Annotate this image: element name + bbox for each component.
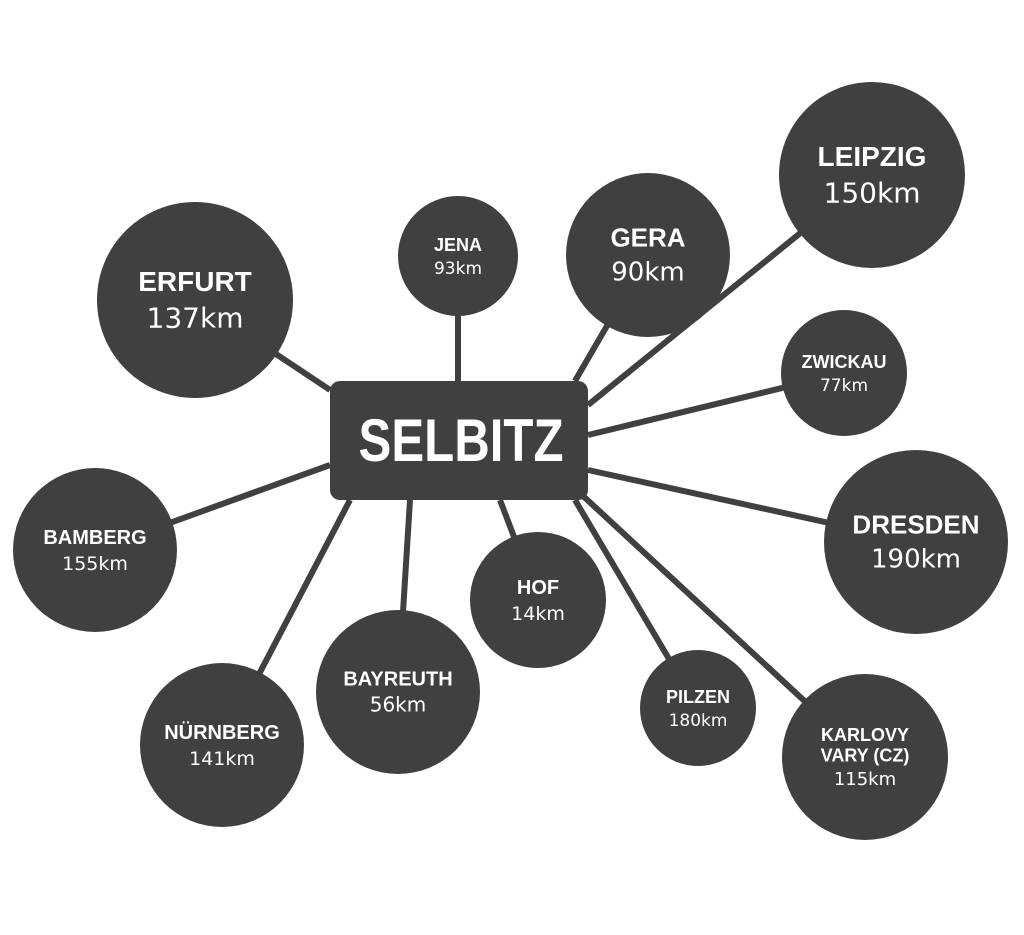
node-circle xyxy=(398,196,518,316)
node-circle xyxy=(566,173,730,337)
node-distance: 180km xyxy=(669,711,728,731)
node-circle xyxy=(782,674,948,840)
node-distance: 155km xyxy=(62,553,128,575)
destination-nodes: ERFURT 137km JENA 93km GERA 90km LEIPZIG 150kmZ… xyxy=(13,82,1008,840)
node-circle xyxy=(140,663,304,827)
center-label: SELBITZ xyxy=(359,406,564,474)
node-circle xyxy=(470,532,606,668)
node-name: ZWICKAU xyxy=(802,352,887,372)
node-name: JENA xyxy=(434,235,482,255)
node-name: GERA xyxy=(610,223,685,253)
center-node: SELBITZ xyxy=(330,381,588,500)
node-distance: 77km xyxy=(820,376,868,396)
node-jena: JENA 93km xyxy=(398,196,518,316)
node-name: NÜRNBERG xyxy=(164,721,280,744)
node-hof: HOF 14km xyxy=(470,532,606,668)
connector-lines xyxy=(93,172,917,760)
node-name: PILZEN xyxy=(666,687,730,707)
node-nürnberg: NÜRNBERG 141km xyxy=(140,663,304,827)
node-pilzen: PILZEN 180km xyxy=(640,650,756,766)
node-distance: 190km xyxy=(871,544,961,574)
node-gera: GERA 90km xyxy=(566,173,730,337)
node-name: ERFURT xyxy=(138,266,252,297)
node-distance: 14km xyxy=(511,603,565,625)
node-circle xyxy=(781,310,907,436)
center-box xyxy=(330,381,588,500)
node-name: BAYREUTH xyxy=(343,669,452,691)
node-distance: 141km xyxy=(189,748,255,770)
node-name: DRESDEN xyxy=(852,510,979,540)
node-name: HOF xyxy=(517,577,559,599)
node-distance: 90km xyxy=(611,257,684,287)
node-circle xyxy=(13,468,177,632)
node-distance: 150km xyxy=(824,176,921,209)
node-distance: 56km xyxy=(370,693,427,717)
node-circle xyxy=(640,650,756,766)
node-circle xyxy=(824,450,1008,634)
node-distance: 93km xyxy=(434,259,482,279)
node-dresden: DRESDEN 190km xyxy=(824,450,1008,634)
node-circle xyxy=(316,610,480,774)
node-name: KARLOVY xyxy=(821,725,909,745)
node-circle xyxy=(779,82,965,268)
node-erfurt: ERFURT 137km xyxy=(97,202,293,398)
node-name: VARY (CZ) xyxy=(821,746,910,766)
node-name: LEIPZIG xyxy=(818,141,927,172)
node-zwickau: ZWICKAU 77km xyxy=(781,310,907,436)
node-bamberg: BAMBERG 155km xyxy=(13,468,177,632)
node-circle xyxy=(97,202,293,398)
node-distance: 137km xyxy=(147,301,244,334)
node-leipzig: LEIPZIG 150km xyxy=(779,82,965,268)
node-distance: 115km xyxy=(834,769,896,790)
node-name: BAMBERG xyxy=(43,527,146,549)
